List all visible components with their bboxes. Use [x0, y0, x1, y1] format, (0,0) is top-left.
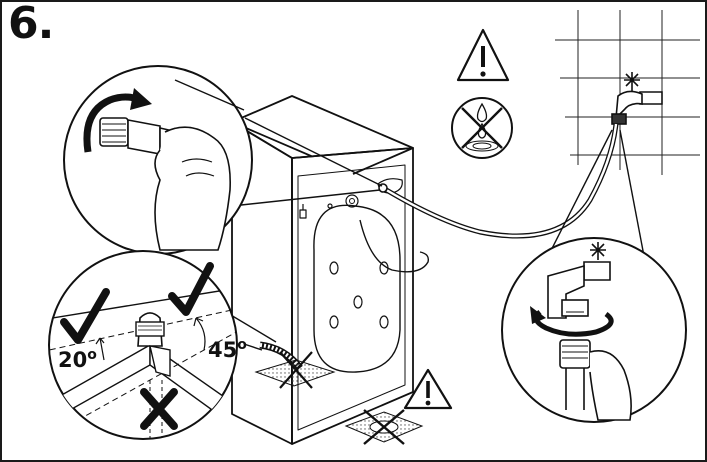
- angle-label-45: 45o: [208, 338, 247, 361]
- step-number: 6.: [8, 2, 53, 46]
- warning-triangle-icon: [458, 30, 508, 80]
- angle-label-20: 20o: [58, 348, 97, 371]
- angle-value-45: 45: [208, 338, 237, 362]
- angle-value-20: 20: [58, 348, 87, 372]
- detail-circle-machine-connection: [64, 66, 252, 254]
- detail-circle-tap-connection: [502, 238, 686, 422]
- washing-machine: [232, 96, 413, 444]
- degree-symbol: o: [237, 337, 247, 353]
- degree-symbol: o: [87, 347, 97, 363]
- no-water-drip-icon: [452, 98, 512, 158]
